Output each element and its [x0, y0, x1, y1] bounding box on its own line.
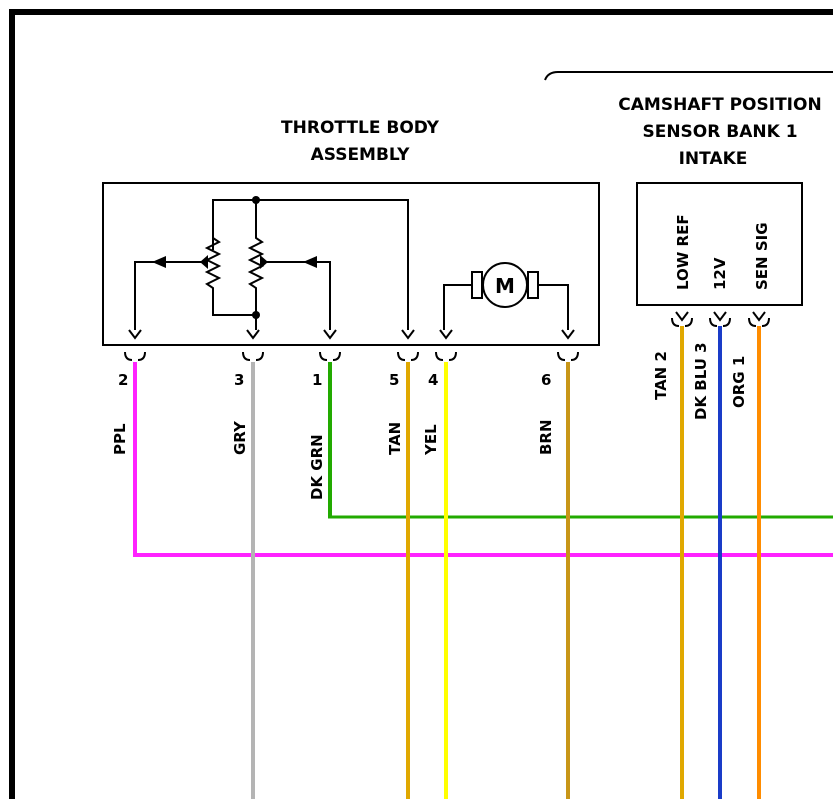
connector-arrow	[675, 311, 689, 322]
motor-label: M	[495, 274, 515, 298]
wire-color-label: BRN	[537, 419, 555, 455]
camshaft-title-line2: SENSOR BANK 1	[642, 122, 797, 142]
wire-color-label: DK GRN	[308, 434, 326, 500]
wire-color-label: GRY	[231, 420, 249, 455]
wire-color-label: YEL	[422, 424, 440, 456]
wiper-arrow-icon	[303, 256, 317, 268]
junction-dot	[252, 311, 260, 319]
throttle-body-connectors	[124, 329, 579, 361]
connector-cup	[435, 351, 457, 361]
connector-cup	[397, 351, 419, 361]
camshaft-title-line1: CAMSHAFT POSITION	[618, 95, 821, 115]
throttle-body-circuit	[134, 199, 569, 330]
wiper-arrow-icon	[200, 255, 208, 269]
throttle-body-title-line2: ASSEMBLY	[311, 145, 411, 165]
camshaft-title-line3: INTAKE	[679, 149, 748, 169]
wires	[133, 326, 833, 799]
pin-number: 3	[234, 371, 244, 389]
camshaft-sensor-box	[636, 182, 803, 306]
camshaft-connectors	[671, 311, 770, 327]
connector-cup	[557, 351, 579, 361]
connector-arrow	[401, 329, 415, 340]
pin-number: 5	[389, 371, 399, 389]
throttle-body-title-line1: THROTTLE BODY	[281, 118, 440, 138]
cam-wire-label: TAN 2	[652, 351, 670, 400]
cam-wire-label: ORG 1	[730, 356, 748, 408]
pin-number: 6	[541, 371, 551, 389]
connector-arrow	[561, 329, 575, 340]
connector-cup	[319, 351, 341, 361]
connector-arrow	[246, 329, 260, 340]
motor-icon: M	[471, 262, 539, 308]
cam-pin-label-12v: 12V	[711, 257, 729, 290]
connector-arrow	[439, 329, 453, 340]
diagram-frame	[9, 9, 833, 799]
cam-pin-label-sen-sig: SEN SIG	[753, 222, 771, 290]
pin-number: 4	[428, 371, 438, 389]
connector-cup	[748, 317, 770, 327]
connector-cup	[709, 317, 731, 327]
wire-color-label: PPL	[111, 423, 129, 455]
throttle-body-box	[102, 182, 600, 346]
connector-arrow	[128, 329, 142, 340]
connector-cup	[124, 351, 146, 361]
cam-pin-label-low-ref: LOW REF	[674, 214, 692, 290]
junction-dot	[252, 196, 260, 204]
connector-cup	[671, 317, 693, 327]
wiper-arrow-icon	[260, 255, 268, 269]
pin-number: 1	[312, 371, 322, 389]
cam-wire-label: DK BLU 3	[692, 342, 710, 420]
pin-number: 2	[118, 371, 128, 389]
connector-arrow	[752, 311, 766, 322]
wire-color-label: TAN	[386, 422, 404, 455]
connector-arrow	[713, 311, 727, 322]
cam-pin-labels: TAN 2 DK BLU 3 ORG 1	[652, 342, 748, 420]
camshaft-bracket	[544, 71, 833, 81]
connector-cup	[242, 351, 264, 361]
wiper-arrow-icon	[152, 256, 166, 268]
connector-arrow	[323, 329, 337, 340]
